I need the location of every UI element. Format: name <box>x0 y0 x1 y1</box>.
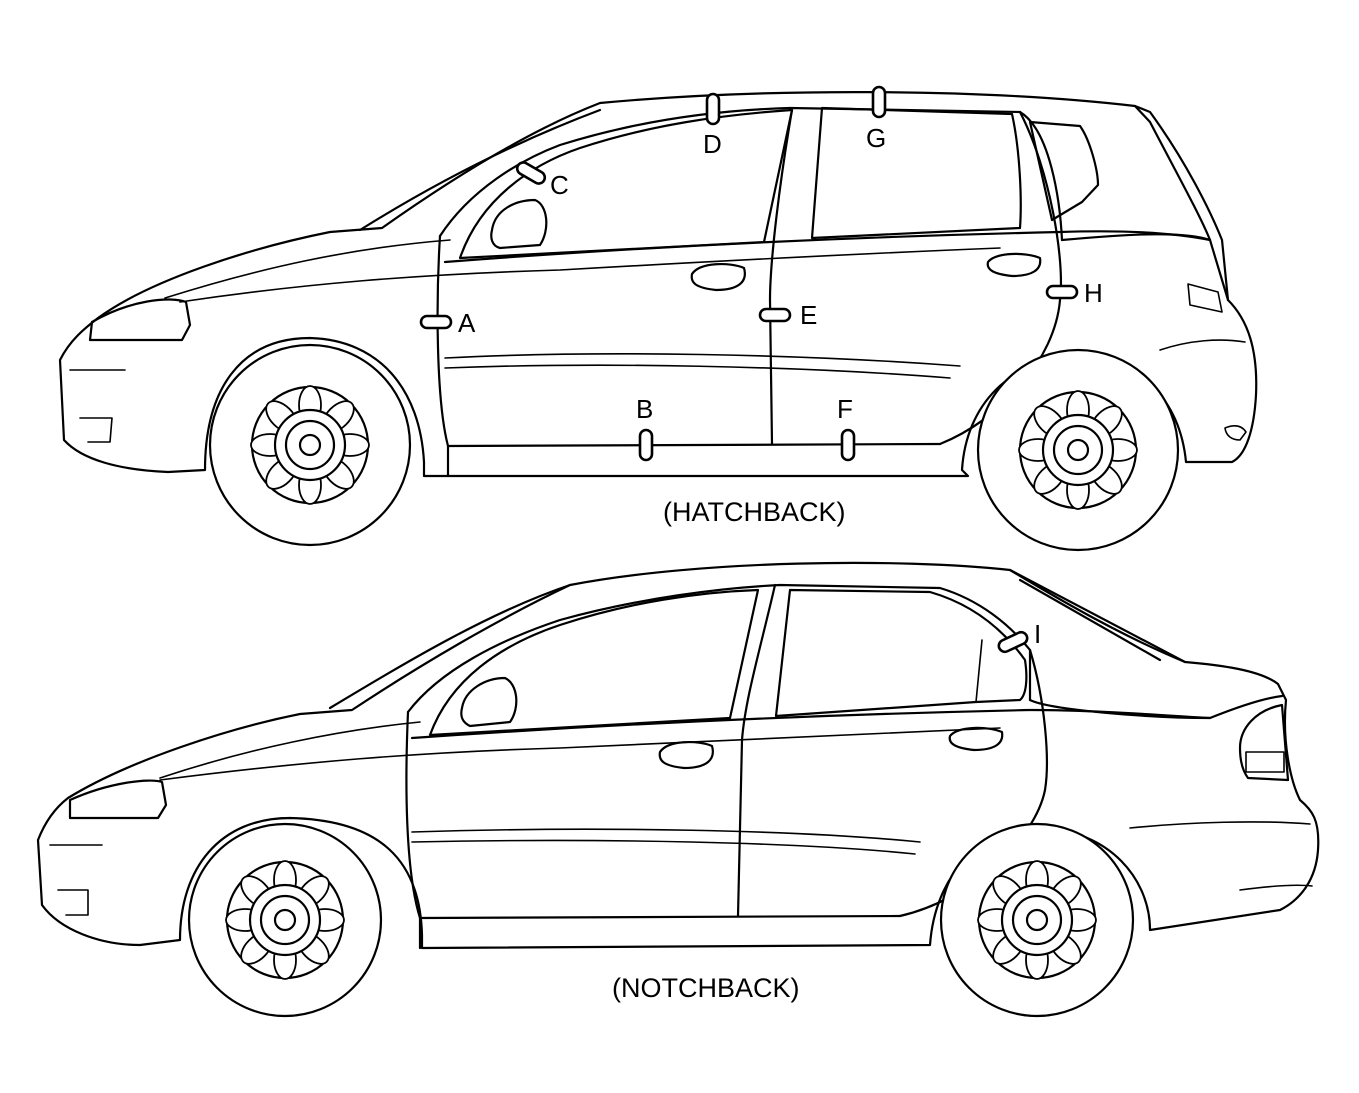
clip-marker-a <box>419 314 453 330</box>
clip-marker-d <box>705 92 721 126</box>
notchback-tail-lamp <box>1238 703 1290 782</box>
hatchback-rear-wheel <box>976 348 1180 552</box>
hatchback-car: A B C D E F G H (HATCHBACK) <box>58 85 1258 552</box>
notchback-windshield <box>328 583 572 710</box>
clip-marker-e <box>758 307 792 323</box>
clip-marker-b <box>638 428 654 462</box>
label-c: C <box>550 170 569 200</box>
notchback-headlamp <box>68 779 168 820</box>
notchback-rear-wheel <box>939 822 1135 1018</box>
notchback-greenhouse <box>406 583 1032 714</box>
label-d: D <box>703 129 722 159</box>
label-g: G <box>866 123 886 153</box>
label-i: I <box>1034 619 1041 649</box>
label-e: E <box>800 300 817 330</box>
label-a: A <box>458 308 476 338</box>
hatchback-mirror <box>490 198 548 250</box>
clip-marker-i <box>997 630 1029 654</box>
hatchback-body-outline <box>58 91 1258 478</box>
notchback-front-window <box>428 588 760 737</box>
hatchback-belt-line <box>443 230 1212 264</box>
notchback-rear-door-handle <box>948 726 1004 752</box>
hatchback-front-door-handle <box>690 262 746 292</box>
notchback-belt-line <box>410 708 1212 740</box>
clip-marker-c <box>515 161 547 185</box>
hatchback-windshield <box>358 108 602 232</box>
hatchback-rear-window <box>810 106 1022 240</box>
hatchback-rear-door-handle <box>986 252 1042 278</box>
clip-marker-h <box>1045 284 1079 300</box>
notchback-front-door-handle <box>658 740 714 770</box>
hatchback-quarter-glass <box>1028 120 1100 222</box>
label-f: F <box>837 394 853 424</box>
notchback-car: I (NOTCHBACK) <box>36 561 1320 1018</box>
label-h: H <box>1084 278 1103 308</box>
clip-marker-f <box>840 428 856 462</box>
notchback-body-outline <box>36 561 1320 950</box>
caption-notchback: (NOTCHBACK) <box>612 973 800 1003</box>
hatchback-door-seam <box>768 108 794 446</box>
notchback-rear-window <box>774 588 1028 718</box>
hatchback-front-wheel <box>208 343 412 547</box>
hatchback-headlamp <box>88 298 192 342</box>
hatchback-greenhouse <box>438 106 1064 242</box>
caption-hatchback: (HATCHBACK) <box>663 497 846 527</box>
notchback-front-wheel <box>187 822 383 1018</box>
notchback-door-seam <box>736 583 777 918</box>
notchback-mirror <box>460 676 518 728</box>
clip-marker-g <box>871 85 887 119</box>
label-b: B <box>636 394 653 424</box>
hatchback-front-door-edge <box>436 234 450 478</box>
hatchback-front-window <box>458 108 794 260</box>
notchback-front-door-edge <box>405 710 422 950</box>
